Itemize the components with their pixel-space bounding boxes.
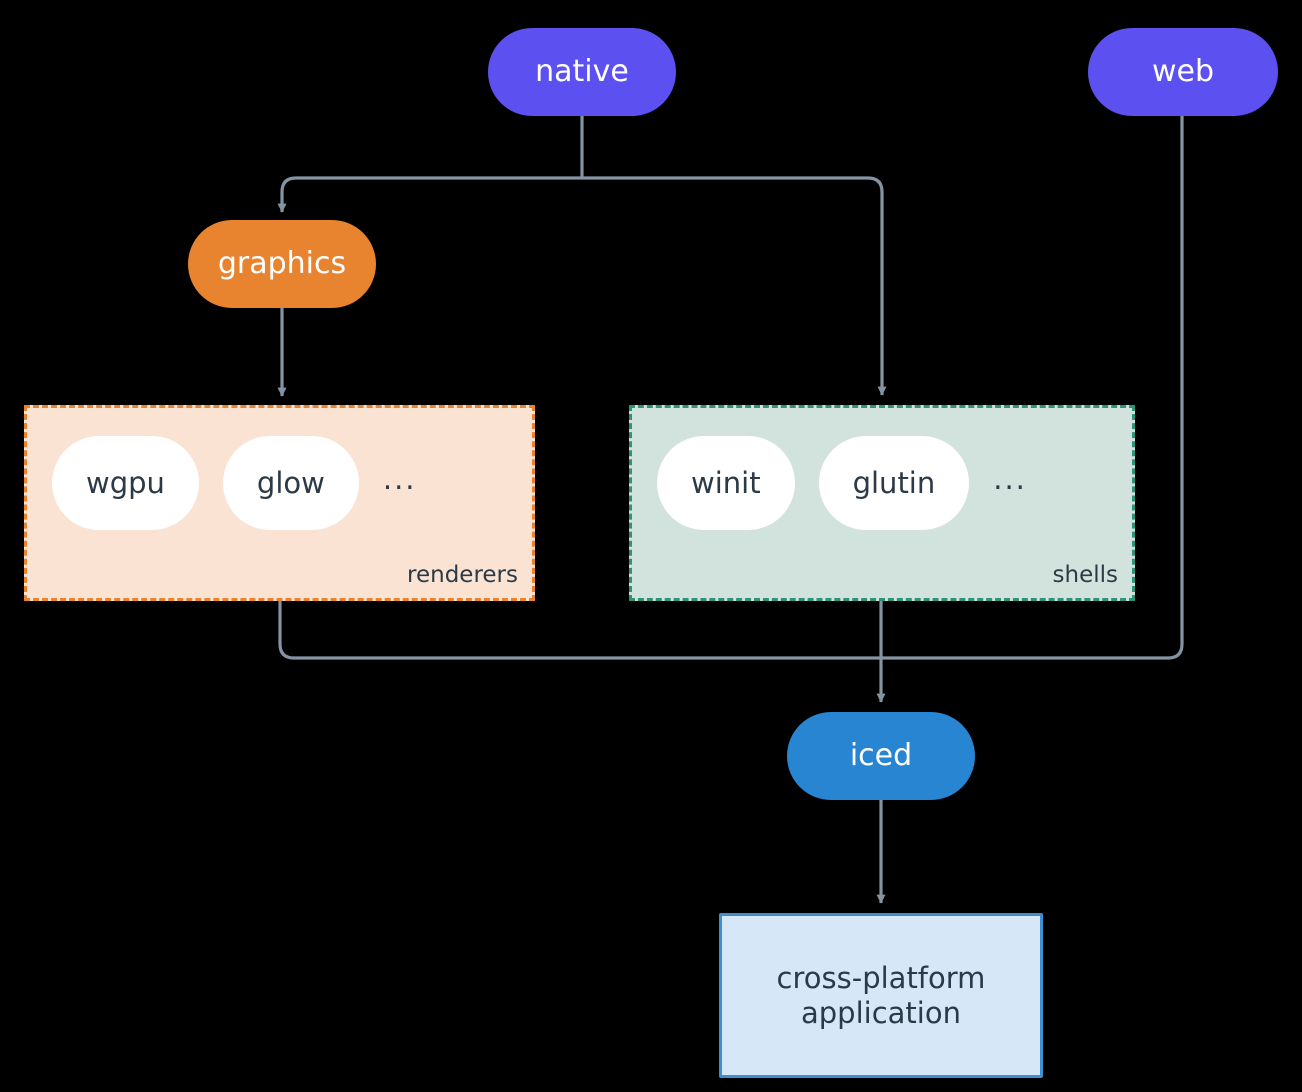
- node-graphics[interactable]: graphics: [188, 220, 376, 308]
- edge-renderers-to-iced: [278, 601, 881, 660]
- group-shells: winit glutin ... shells: [629, 405, 1135, 601]
- group-renderers-title: renderers: [407, 562, 518, 588]
- node-application-label: cross-platform application: [776, 960, 986, 1030]
- node-application[interactable]: cross-platform application: [719, 913, 1043, 1078]
- shells-ellipsis: ...: [993, 462, 1027, 496]
- group-shells-items: winit glutin ...: [657, 436, 1027, 530]
- node-iced-label: iced: [849, 738, 913, 773]
- node-iced[interactable]: iced: [787, 712, 975, 800]
- node-native-label: native: [535, 54, 629, 89]
- group-renderers: wgpu glow ... renderers: [24, 405, 535, 601]
- node-graphics-label: graphics: [217, 246, 347, 281]
- edge-native-to-shells: [582, 176, 887, 396]
- group-shells-title: shells: [1052, 562, 1118, 588]
- node-web[interactable]: web: [1088, 28, 1278, 116]
- group-renderers-items: wgpu glow ...: [52, 436, 417, 530]
- item-wgpu-label: wgpu: [86, 466, 165, 500]
- item-glow[interactable]: glow: [222, 436, 359, 530]
- edge-native-to-graphics: [277, 176, 582, 213]
- item-glutin-label: glutin: [852, 466, 936, 500]
- item-glow-label: glow: [256, 466, 325, 500]
- node-native[interactable]: native: [488, 28, 676, 116]
- item-glutin[interactable]: glutin: [818, 436, 970, 530]
- node-web-label: web: [1151, 54, 1215, 89]
- renderers-ellipsis: ...: [382, 462, 417, 496]
- item-winit-label: winit: [691, 466, 761, 500]
- item-wgpu[interactable]: wgpu: [52, 436, 199, 530]
- item-winit[interactable]: winit: [657, 436, 795, 530]
